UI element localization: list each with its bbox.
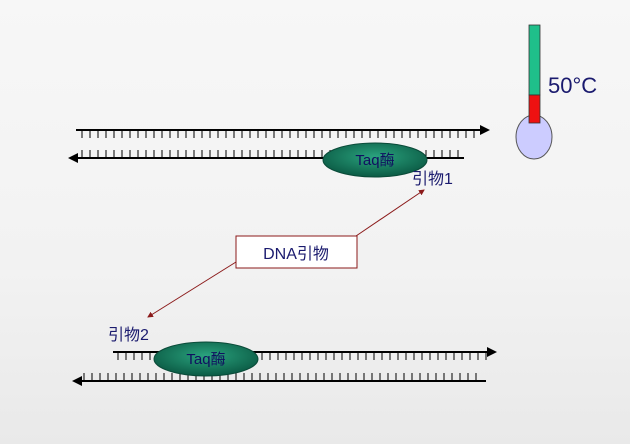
taq-enzyme-top: Taq酶 <box>322 142 428 178</box>
thermometer-tube-red <box>528 94 541 124</box>
temperature-label: 50°C <box>548 73 597 98</box>
thermometer-tube-green <box>528 24 541 96</box>
primer1-label: 引物1 <box>412 170 453 188</box>
thermometer: 50°C <box>515 24 597 160</box>
primer2-label: 引物2 <box>108 326 149 344</box>
taq-enzyme-bottom: Taq酶 <box>153 341 259 377</box>
bottom-dna-duplex <box>72 347 497 386</box>
top-strand-upper-bases <box>81 130 475 138</box>
dna-primer-callout: DNA引物 <box>147 189 425 318</box>
callout-arrow-to-primer1 <box>355 189 425 237</box>
callout-box <box>235 235 358 269</box>
callout-label: DNA引物 <box>263 245 329 263</box>
bottom-strand-lower-bases <box>83 373 477 381</box>
top-dna-duplex <box>68 125 490 163</box>
taq-enzyme-top-label: Taq酶 <box>355 152 394 169</box>
callout-arrow-to-primer2 <box>147 261 237 318</box>
taq-enzyme-bottom-label: Taq酶 <box>186 351 225 368</box>
